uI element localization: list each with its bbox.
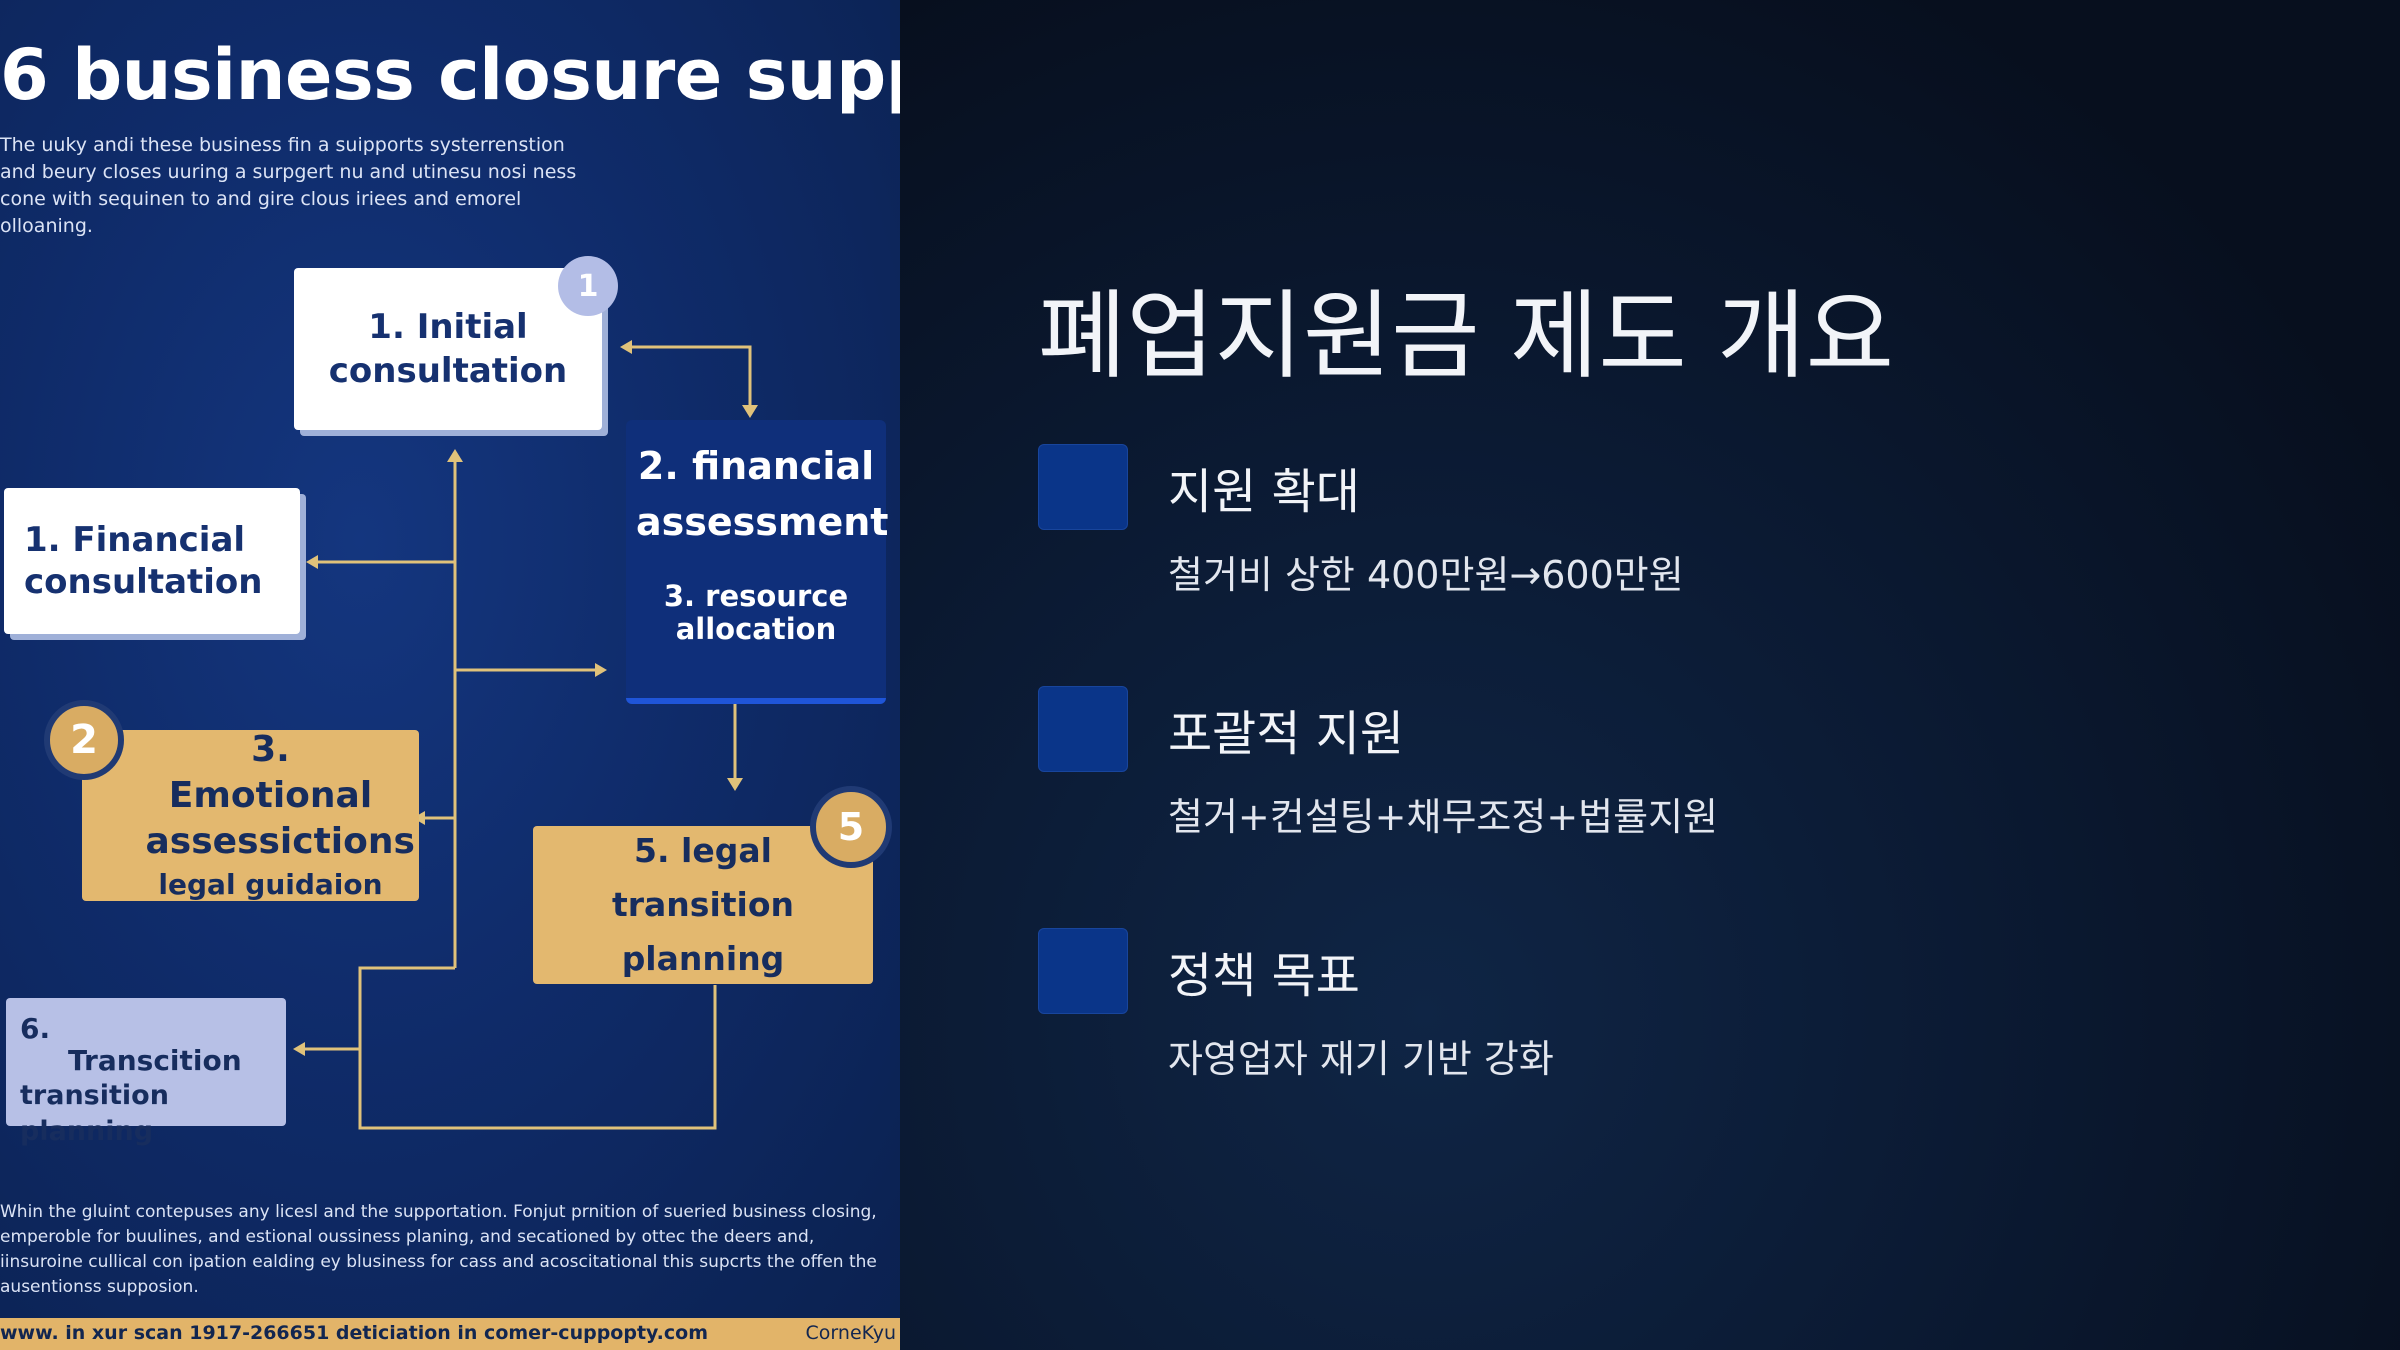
infographic-footer-text: Whin the gluint contepuses any licesl an… (0, 1202, 877, 1297)
list-item-comprehensive-support: 포괄적 지원 철거+컨설팅+채무조정+법률지원 (1038, 686, 2238, 846)
bullet-square (1038, 686, 1128, 772)
box-initial-consultation: 1. Initial consultation (294, 268, 602, 430)
slide-content: 폐업지원금 제도 개요 지원 확대 철거비 상한 400만원→600만원 포괄적… (900, 0, 2400, 1350)
badge-two: 2 (44, 700, 124, 780)
connector-initial-to-assessment (632, 345, 752, 405)
infographic-banner: www. in xur scan 1917-266651 deticiation… (0, 1318, 900, 1350)
infographic-intro: The uuky andi these business fin a suipp… (0, 134, 577, 237)
arrowhead-initial (620, 340, 632, 354)
item-detail: 철거비 상한 400만원→600만원 (1168, 553, 1684, 597)
arrowhead-transition (293, 1042, 305, 1056)
arrowhead-legal (727, 778, 743, 791)
box-legal-transition: 5. legal transition planning (533, 826, 873, 984)
item-heading: 지원 확대 (1168, 464, 1360, 520)
bullet-square (1038, 444, 1128, 530)
item-heading: 정책 목표 (1168, 948, 1360, 1004)
box-transition-subtitle: transition planning (20, 1080, 169, 1147)
item-detail: 철거+컨설팅+채무조정+법률지원 (1168, 795, 1719, 839)
infographic-title: 6 business closure support (0, 34, 900, 116)
item-heading: 포괄적 지원 (1168, 706, 1405, 762)
list-item-policy-goal: 정책 목표 자영업자 재기 기반 강화 (1038, 928, 2238, 1088)
box-emotional-title: 3. Emotional assessictions (145, 728, 415, 862)
box-transition-number: 6. (20, 1012, 51, 1045)
arrowhead-assessment (742, 405, 758, 418)
bullet-square (1038, 928, 1128, 1014)
box-financial-consultation-label: 1. Financial consultation (24, 520, 263, 602)
arrowhead-spine-top (447, 449, 463, 462)
box-financial-assessment: 2. financial assessment 3. resource allo… (626, 420, 889, 704)
box-emotional-subtitle: legal guidaion (158, 867, 383, 901)
box-initial-consultation-label: 1. Initial consultation (328, 307, 568, 391)
arrowhead-resource (595, 663, 607, 677)
infographic-image: 6 business closure support The uuky andi… (0, 0, 900, 1350)
arrowhead-emotional (413, 811, 425, 825)
arrowhead-financial-consultation (306, 555, 318, 569)
flow-connectors (293, 340, 758, 1130)
box-legal-transition-label: 5. legal transition planning (611, 831, 794, 978)
box-resource-allocation-label: 3. resource allocation (663, 579, 849, 646)
box-transition-planning: 6. Transcition transition planning (6, 998, 286, 1147)
box-financial-consultation: 1. Financial consultation (4, 488, 300, 634)
box-financial-assessment-label: 2. financial assessment (636, 444, 889, 544)
slide-title: 폐업지원금 제도 개요 (1038, 280, 1894, 392)
box-transition-title: Transcition (68, 1044, 242, 1077)
connector-to-transition (358, 966, 717, 1130)
item-detail: 자영업자 재기 기반 강화 (1168, 1037, 1554, 1081)
infographic-banner-url: www. in xur scan 1917-266651 deticiation… (0, 1322, 709, 1344)
list-item-support-expansion: 지원 확대 철거비 상한 400만원→600만원 (1038, 444, 2238, 604)
badge-five: 5 (810, 786, 892, 868)
box-emotional-assessment: 3. Emotional assessictions legal guidaio… (82, 728, 419, 901)
badge-one: 1 (558, 256, 618, 316)
infographic-banner-brand: CorneKyu (805, 1322, 896, 1344)
